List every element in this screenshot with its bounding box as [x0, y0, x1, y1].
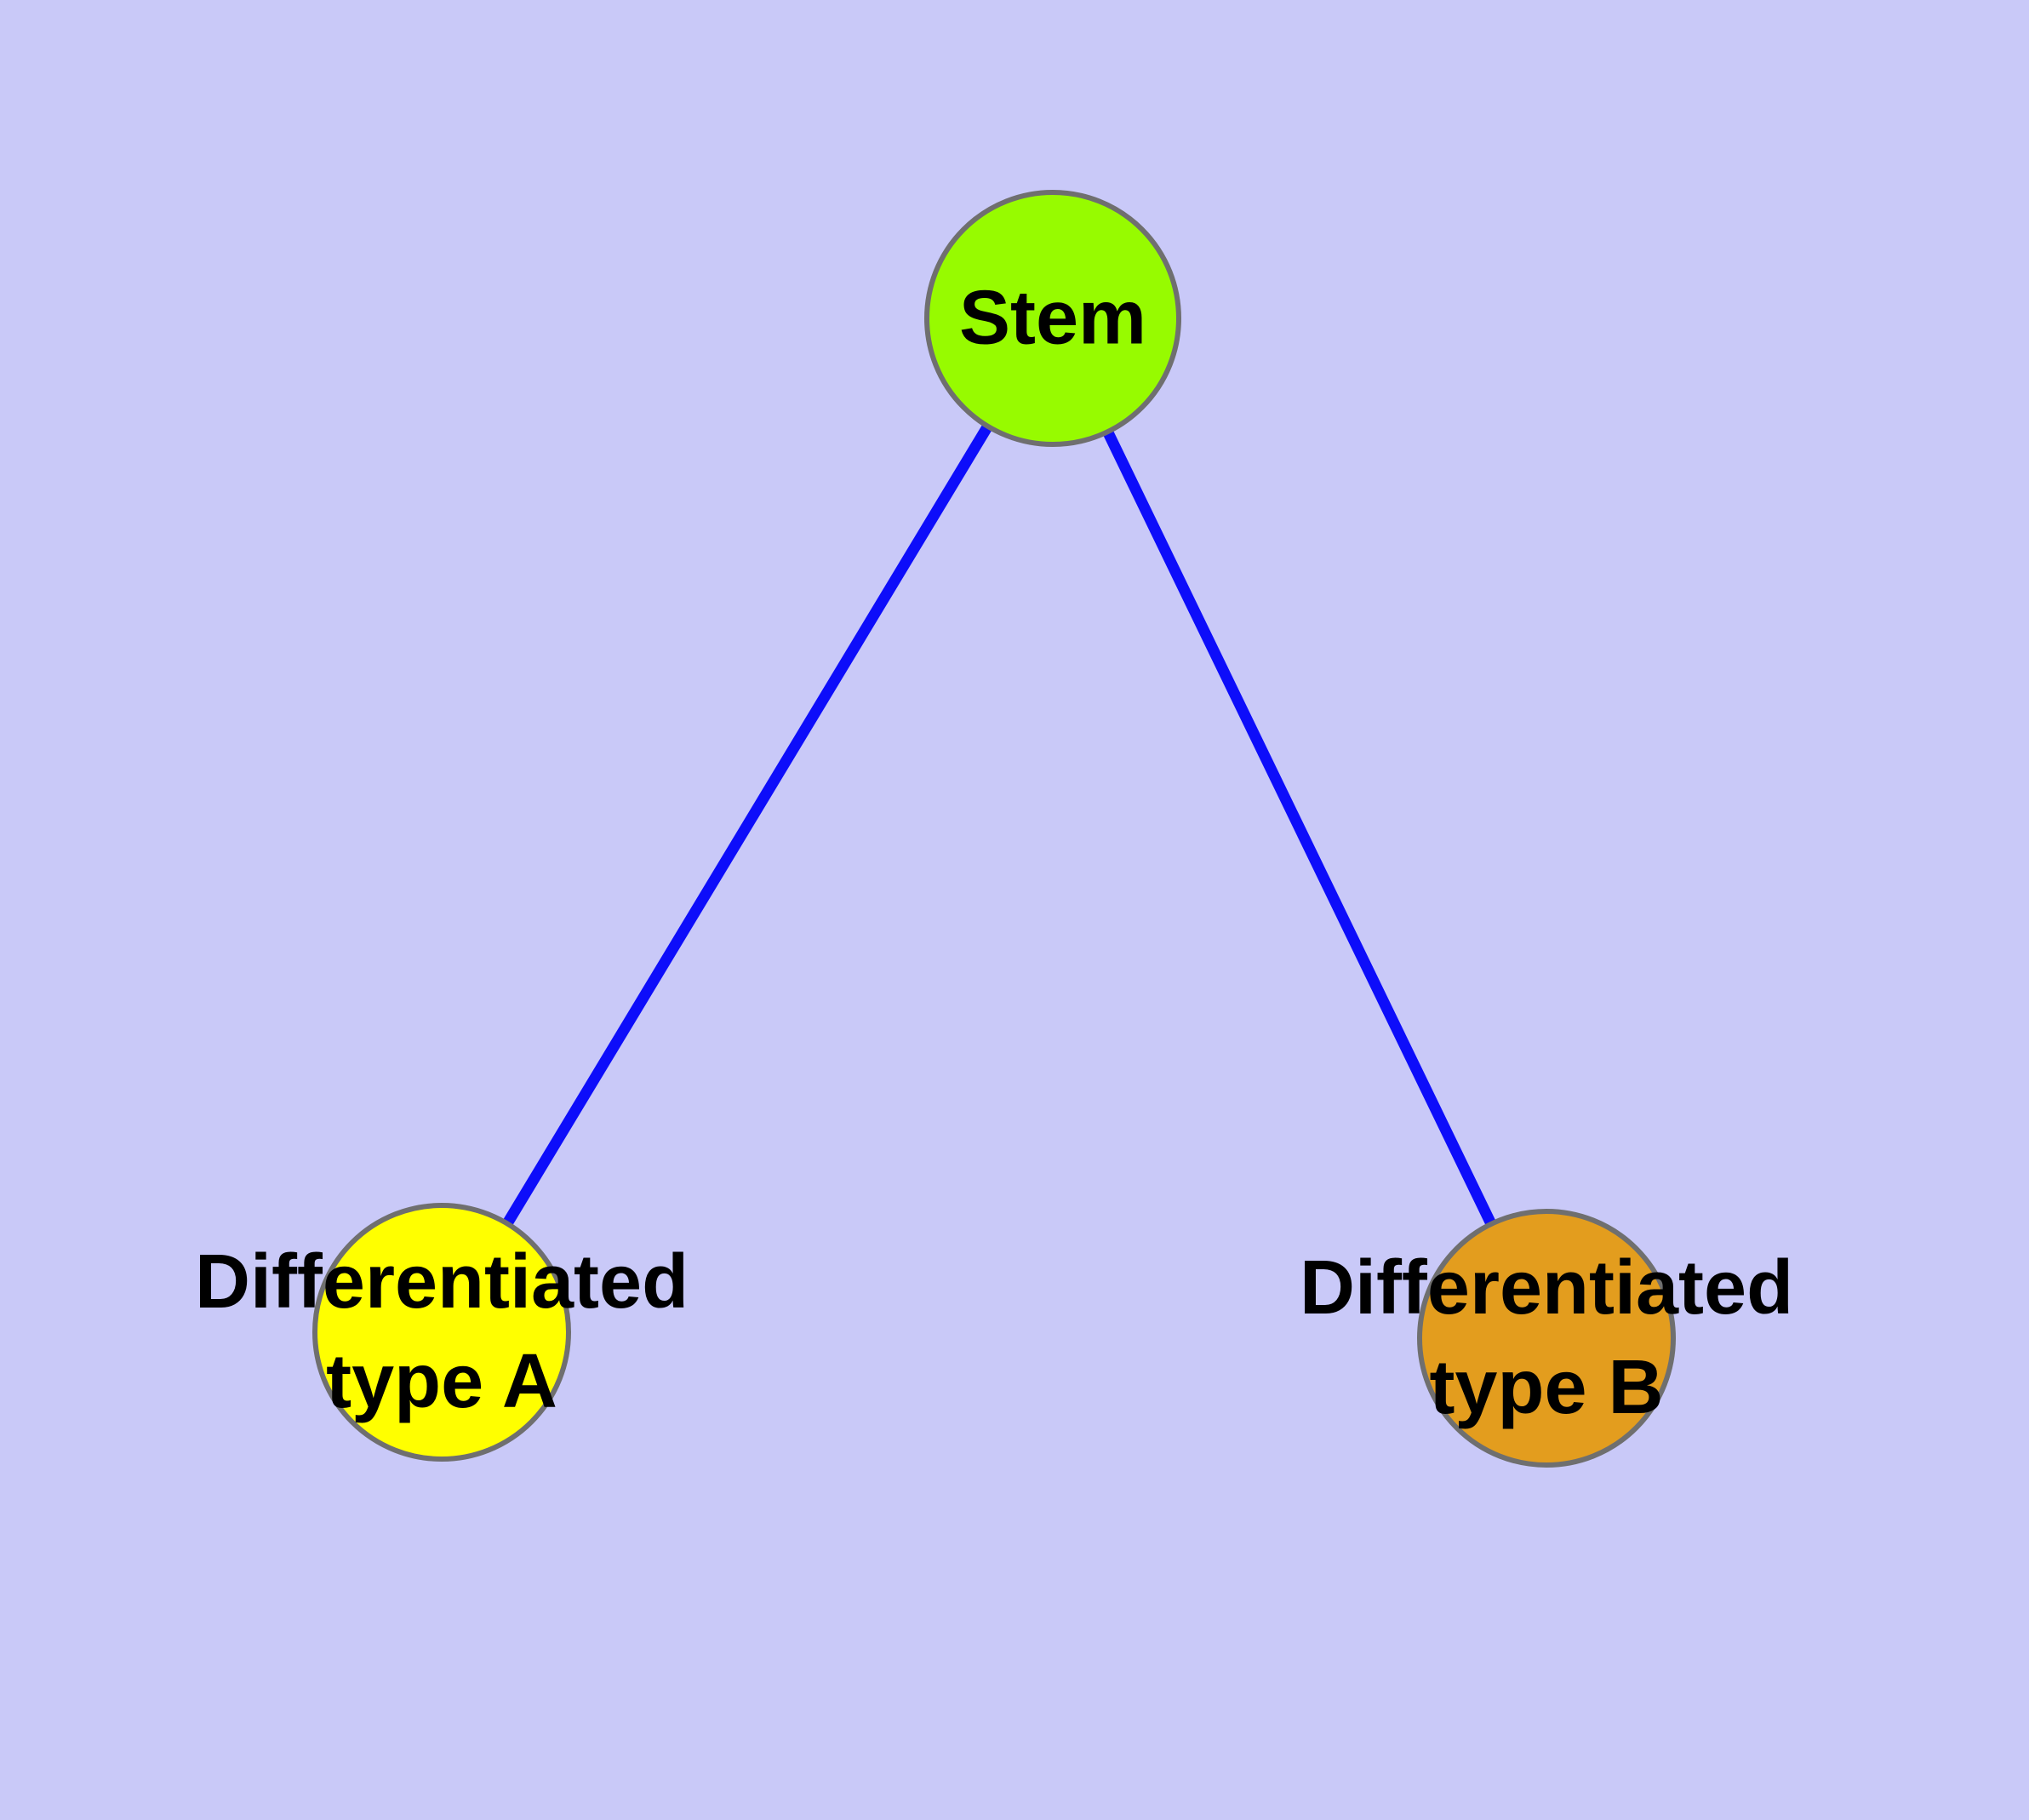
node-differentiated-type-a[interactable] — [312, 1203, 571, 1462]
node-label-differentiated-type-b: Differentiated type B — [1300, 1239, 1793, 1438]
node-label-differentiated-type-b-line-1: Differentiated — [1299, 1245, 1794, 1331]
edge-stem-to-differentiated-type-a — [437, 315, 1058, 1336]
node-stem[interactable] — [924, 190, 1181, 447]
edge-stem-to-differentiated-type-b — [1048, 316, 1552, 1341]
node-label-differentiated-type-b-line-2: type B — [1429, 1345, 1664, 1430]
node-label-differentiated-type-a: Differentiated type A — [195, 1233, 689, 1432]
node-label-stem: Stem — [959, 269, 1146, 369]
node-label-differentiated-type-a-line-1: Differentiated — [194, 1239, 689, 1325]
node-label-differentiated-type-a-line-2: type A — [326, 1339, 557, 1424]
node-label-stem-text: Stem — [958, 275, 1147, 361]
node-differentiated-type-b[interactable] — [1417, 1209, 1676, 1468]
